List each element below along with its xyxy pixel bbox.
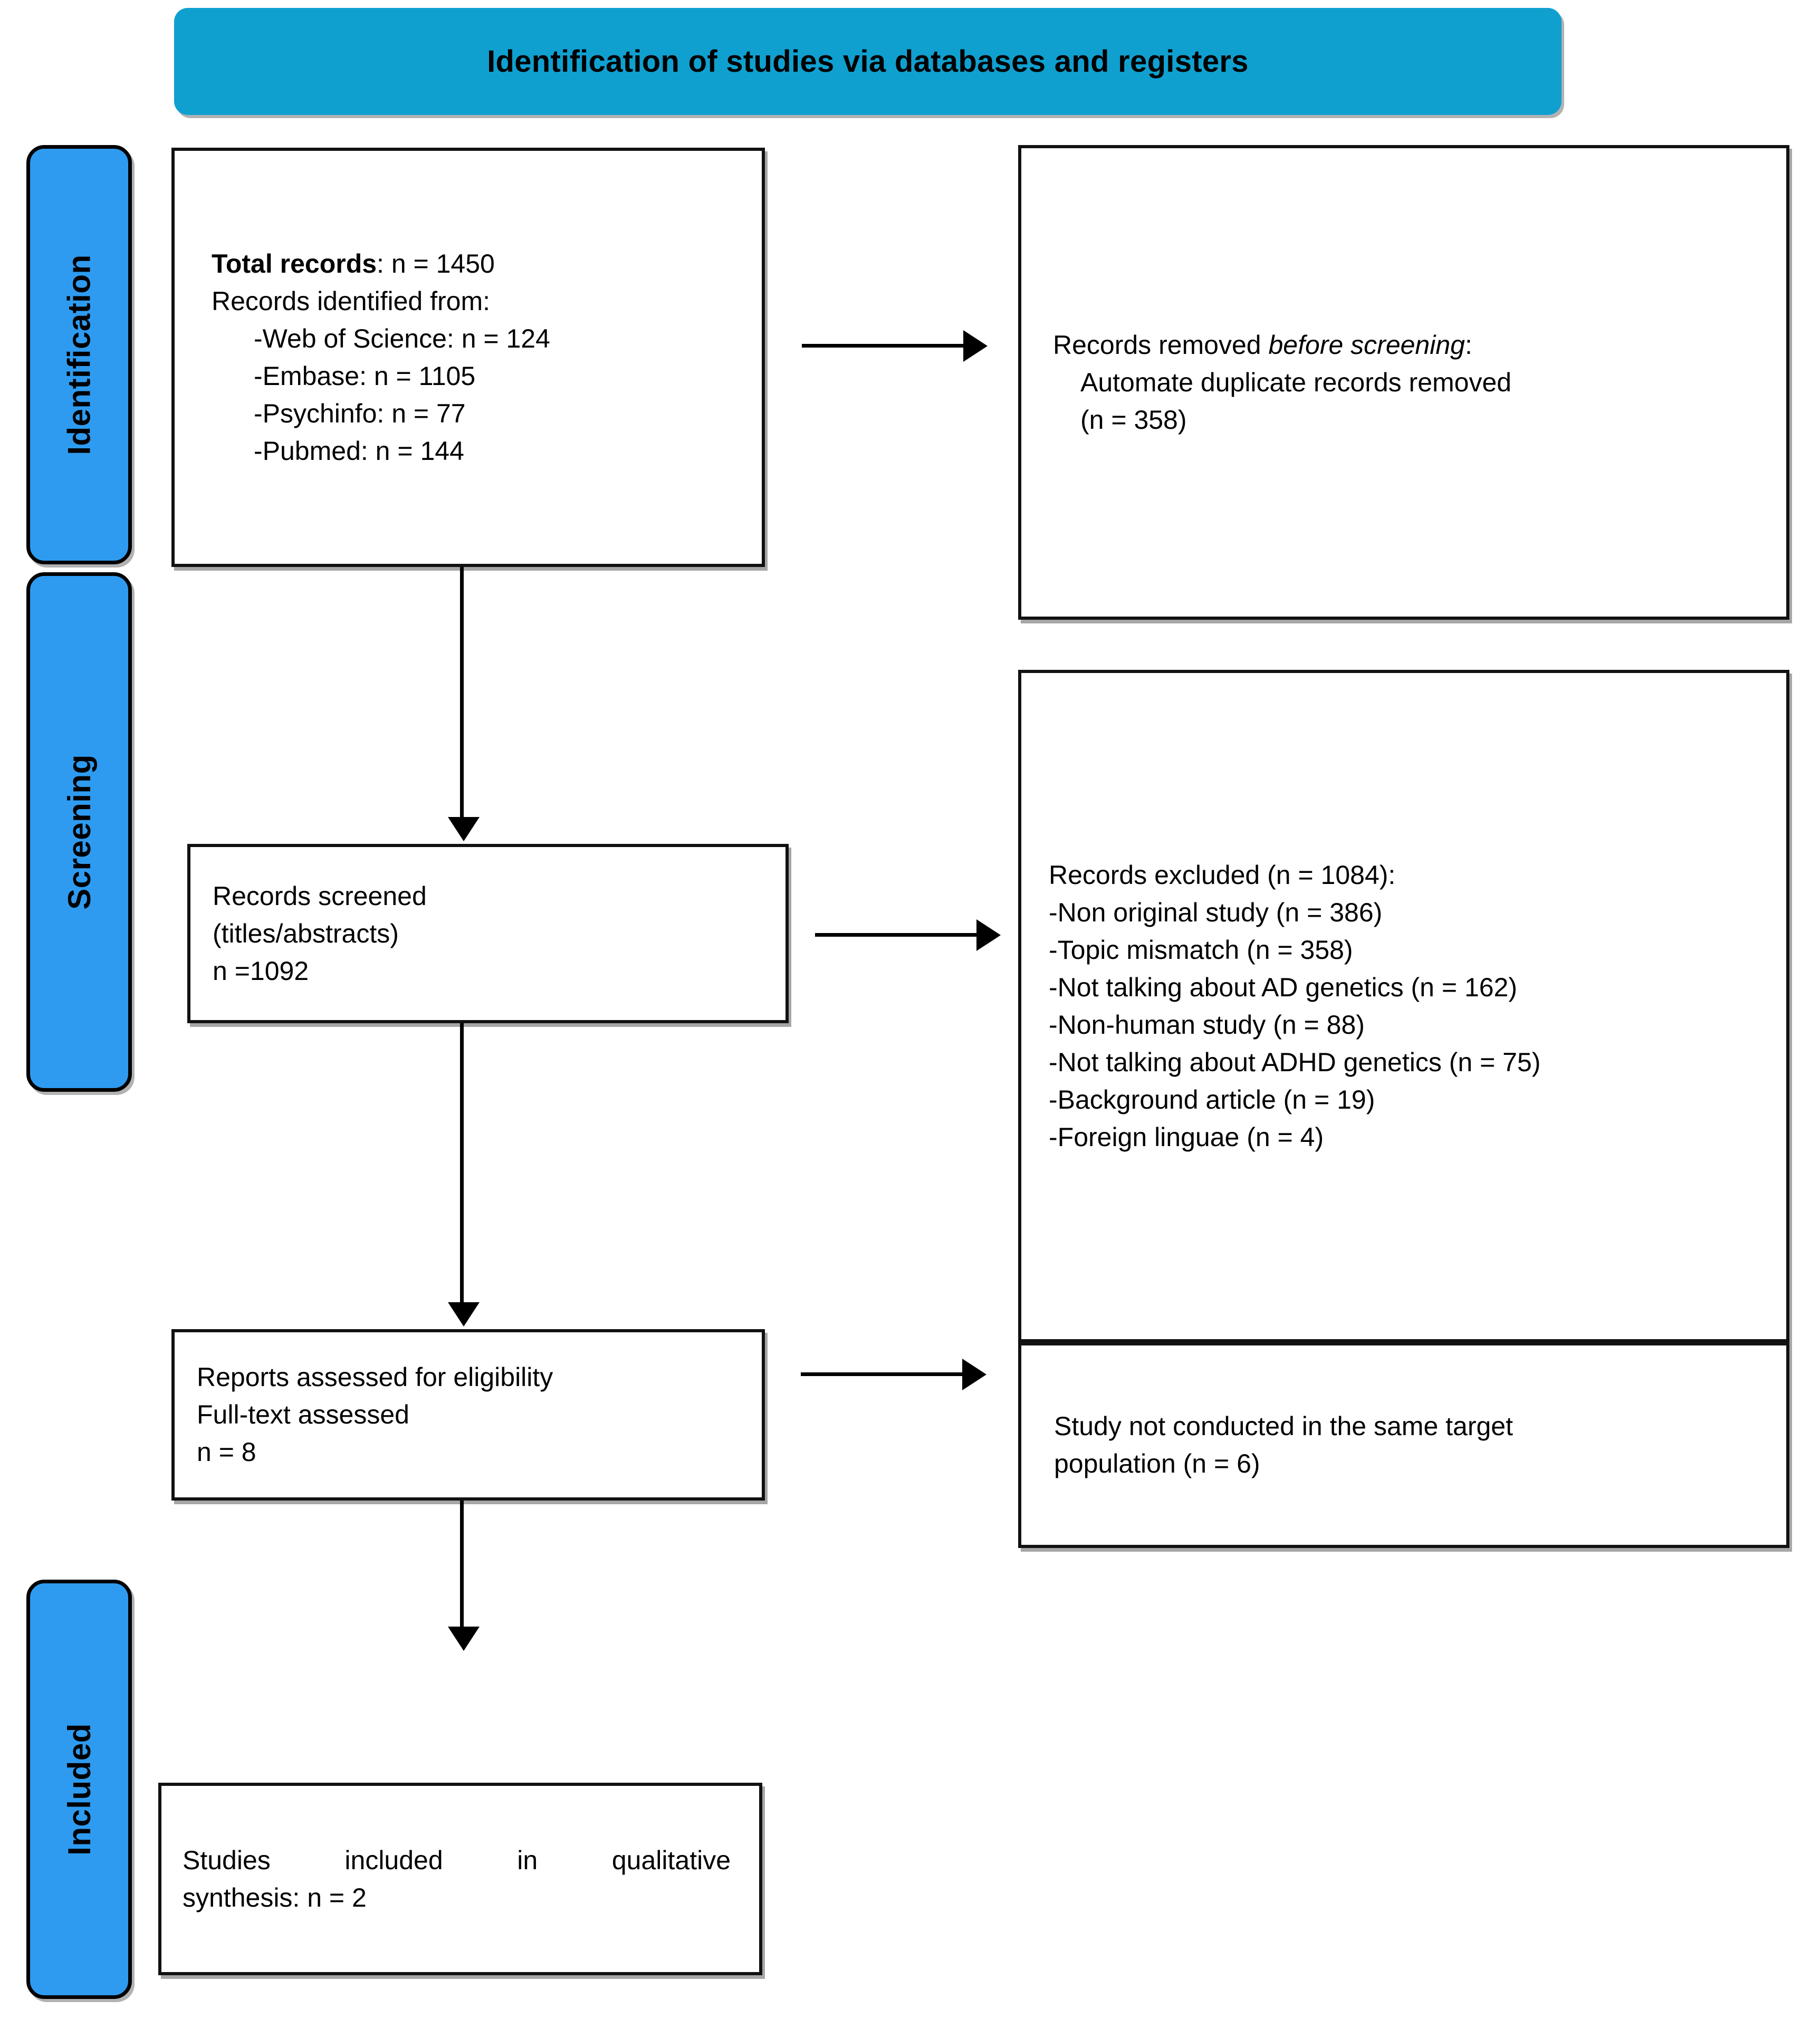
box-total-records: Total records: n = 1450 Records identifi… [171, 148, 765, 567]
records-removed-heading: Records removed before screening: [1053, 326, 1765, 364]
automate-duplicate-removed-line: Automate duplicate records removed [1080, 367, 1512, 397]
connector-eligibility-to-included-arrowhead [448, 1627, 480, 1651]
connector-eligibility-to-nottarget-arrowhead [962, 1359, 986, 1390]
records-removed-suffix: : [1464, 330, 1472, 360]
full-text-assessed-label: Full-text assessed [197, 1400, 409, 1429]
records-screened-scope: (titles/abstracts) [213, 918, 399, 948]
total-records-label: Total records [212, 248, 377, 278]
box-reports-assessed: Reports assessed for eligibility Full-te… [171, 1329, 765, 1501]
connector-eligibility-to-included-line [460, 1501, 464, 1630]
connector-total-to-removed-line [802, 344, 965, 348]
reports-assessed-count: n = 8 [197, 1437, 256, 1467]
total-records-count: : n = 1450 [377, 248, 495, 278]
exclusion-reason-topic-mismatch: -Topic mismatch (n = 358) [1049, 935, 1353, 965]
exclusion-reason-not-ad-genetics: -Not talking about AD genetics (n = 162) [1049, 972, 1518, 1002]
studies-included-line2: synthesis: n = 2 [183, 1882, 367, 1912]
stage-tab-included: Included [26, 1580, 132, 1999]
records-excluded-heading: Records excluded (n = 1084): [1049, 860, 1396, 890]
box-records-excluded: Records excluded (n = 1084): -Non origin… [1018, 670, 1789, 1342]
connector-identification-to-screened-line [460, 567, 464, 820]
records-screened-count: n =1092 [213, 956, 309, 986]
total-records-line: Total records: n = 1450 [212, 245, 741, 283]
source-psychinfo: -Psychinfo: n = 77 [254, 398, 466, 428]
records-removed-prefix: Records removed [1053, 330, 1269, 360]
source-embase: -Embase: n = 1105 [254, 361, 476, 391]
exclusion-reason-foreign-language: -Foreign linguae (n = 4) [1049, 1122, 1324, 1152]
connector-screened-to-excluded-line [815, 933, 979, 937]
stage-label-included: Included [61, 1723, 97, 1855]
stage-label-identification: Identification [61, 254, 97, 455]
exclusion-reason-non-original-study: -Non original study (n = 386) [1049, 897, 1383, 927]
studies-included-line1: Studies included in qualitative [183, 1845, 731, 1875]
source-pubmed: -Pubmed: n = 144 [254, 436, 464, 466]
connector-identification-to-screened-arrowhead [448, 817, 480, 841]
exclusion-reason-not-adhd-genetics: -Not talking about ADHD genetics (n = 75… [1049, 1047, 1541, 1077]
connector-total-to-removed-arrowhead [963, 330, 988, 362]
diagram-header-banner: Identification of studies via databases … [174, 8, 1562, 115]
reports-assessed-label: Reports assessed for eligibility [197, 1362, 553, 1392]
connector-eligibility-to-nottarget-line [801, 1372, 964, 1376]
source-web-of-science: -Web of Science: n = 124 [254, 323, 550, 353]
not-target-population-line1: Study not conducted in the same target [1054, 1411, 1513, 1441]
records-screened-label: Records screened [213, 881, 427, 911]
stage-tab-screening: Screening [26, 572, 132, 1092]
connector-screened-to-eligibility-line [460, 1023, 464, 1305]
stage-label-screening: Screening [61, 754, 97, 910]
connector-screened-to-excluded-arrowhead [976, 919, 1001, 951]
box-not-target-population: Study not conducted in the same target p… [1018, 1342, 1789, 1548]
box-studies-included: Studies included in qualitative synthesi… [158, 1783, 762, 1975]
diagram-title: Identification of studies via databases … [487, 44, 1249, 79]
exclusion-reason-background-article: -Background article (n = 19) [1049, 1084, 1375, 1114]
connector-screened-to-eligibility-arrowhead [448, 1302, 480, 1326]
box-records-removed: Records removed before screening: Automa… [1018, 145, 1789, 620]
before-screening-emphasis: before screening [1268, 330, 1465, 360]
records-identified-from-label: Records identified from: [212, 286, 491, 316]
stage-tab-identification: Identification [26, 145, 132, 564]
box-records-screened: Records screened (titles/abstracts) n =1… [187, 844, 789, 1023]
not-target-population-line2: population (n = 6) [1054, 1449, 1260, 1478]
exclusion-reason-non-human-study: -Non-human study (n = 88) [1049, 1009, 1365, 1040]
records-removed-count: (n = 358) [1080, 405, 1187, 435]
